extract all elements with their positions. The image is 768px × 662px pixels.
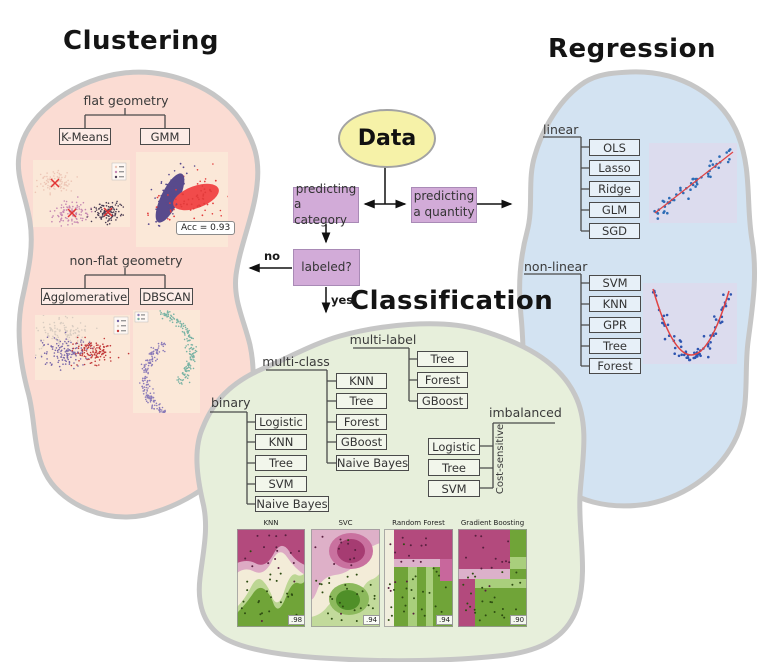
- node-ml-tree: Tree: [417, 351, 468, 367]
- panel-title-knn: KNN: [263, 519, 279, 527]
- fit-line: [654, 151, 734, 214]
- labeled-node-label: labeled?: [301, 259, 352, 274]
- classification-title: Classification: [350, 286, 554, 316]
- labeled-node: labeled?: [293, 249, 360, 286]
- node-i-logistic: Logistic: [428, 438, 480, 455]
- node-lasso: Lasso: [589, 160, 640, 176]
- agglomerative-plot: [35, 315, 130, 380]
- predicting-quantity-node: predicting a quantity: [411, 187, 477, 223]
- panel-score-svc: .94: [363, 615, 381, 626]
- node-mc-knn: KNN: [336, 373, 387, 389]
- data-node: Data: [338, 109, 436, 168]
- predicting-category-node: predicting a category: [293, 182, 359, 227]
- cost-sensitive-label: Cost-sensitive: [495, 423, 506, 495]
- multiclass-label: multi-class: [262, 354, 330, 369]
- panel-title-svc: SVC: [338, 519, 353, 527]
- node-mc-gboost: GBoost: [336, 434, 387, 450]
- node-forest-reg: Forest: [589, 358, 641, 374]
- no-edge-label: no: [264, 249, 281, 263]
- regression-title: Regression: [548, 34, 716, 64]
- panel-knn-plot: [237, 529, 305, 627]
- kmeans-legend: [111, 162, 127, 181]
- predicting-category-line2: a category: [294, 197, 348, 227]
- panel-title-random-forest: Random Forest: [392, 519, 445, 527]
- flat-geometry-label: flat geometry: [83, 93, 169, 108]
- nonflat-geometry-label: non-flat geometry: [69, 253, 183, 268]
- panel-random-forest-plot: [384, 529, 453, 627]
- nonlinear-label: non-linear: [524, 259, 588, 274]
- gmm-accuracy-badge: Acc = 0.93: [176, 221, 236, 235]
- binary-label: binary: [211, 395, 251, 410]
- node-i-svm: SVM: [428, 480, 480, 497]
- kmeans-plot: [33, 160, 130, 227]
- node-i-tree: Tree: [428, 459, 480, 476]
- node-b-naive-bayes: Naive Bayes: [255, 496, 329, 512]
- node-kmeans: K-Means: [59, 128, 111, 145]
- node-mc-tree: Tree: [336, 393, 387, 409]
- node-svm-reg: SVM: [589, 275, 641, 291]
- node-gpr: GPR: [589, 317, 641, 333]
- dbscan-legend: [134, 311, 149, 323]
- linear-label: linear: [543, 122, 579, 137]
- node-mc-naive-bayes: Naive Bayes: [336, 455, 409, 471]
- imbalanced-label: imbalanced: [489, 405, 562, 420]
- node-glm: GLM: [589, 202, 640, 218]
- node-ml-forest: Forest: [417, 372, 468, 388]
- linear-regression-plot: [649, 143, 737, 223]
- clustering-title: Clustering: [63, 26, 219, 56]
- node-b-svm: SVM: [255, 476, 307, 492]
- node-ridge: Ridge: [589, 181, 640, 197]
- node-agglomerative: Agglomerative: [41, 288, 129, 305]
- nonlinear-regression-plot: [643, 283, 737, 364]
- predicting-quantity-line1: predicting: [413, 189, 475, 204]
- node-knn-reg: KNN: [589, 296, 641, 312]
- node-b-knn: KNN: [255, 434, 307, 450]
- multilabel-label: multi-label: [349, 332, 417, 347]
- fit-curve: [652, 288, 730, 356]
- flow-arrows: [248, 164, 513, 314]
- panel-score-gradient-boosting: .90: [510, 615, 528, 626]
- panel-score-random-forest: .94: [436, 615, 454, 626]
- node-b-logistic: Logistic: [255, 414, 307, 430]
- node-dbscan: DBSCAN: [140, 288, 193, 305]
- data-node-label: Data: [357, 126, 417, 151]
- tree-connectors: [84, 108, 589, 505]
- centroid-x-marks: [50, 178, 113, 218]
- panel-gradient-boosting-plot: [458, 529, 527, 627]
- node-mc-forest: Forest: [336, 414, 387, 430]
- panel-svc-plot: [311, 529, 380, 627]
- panel-title-gradient-boosting: Gradient Boosting: [460, 519, 525, 527]
- predicting-quantity-line2: a quantity: [413, 205, 475, 219]
- panel-score-knn: .98: [288, 615, 306, 626]
- node-b-tree: Tree: [255, 455, 307, 471]
- node-tree-reg: Tree: [589, 338, 641, 354]
- agglomerative-legend: [113, 316, 129, 335]
- predicting-category-line1: predicting: [295, 181, 357, 196]
- node-ols: OLS: [589, 139, 640, 156]
- node-gmm: GMM: [140, 128, 190, 145]
- yes-edge-label: yes: [331, 293, 354, 307]
- dbscan-plot: [133, 310, 200, 413]
- node-ml-gboost: GBoost: [417, 393, 468, 409]
- node-sgd: SGD: [589, 223, 640, 239]
